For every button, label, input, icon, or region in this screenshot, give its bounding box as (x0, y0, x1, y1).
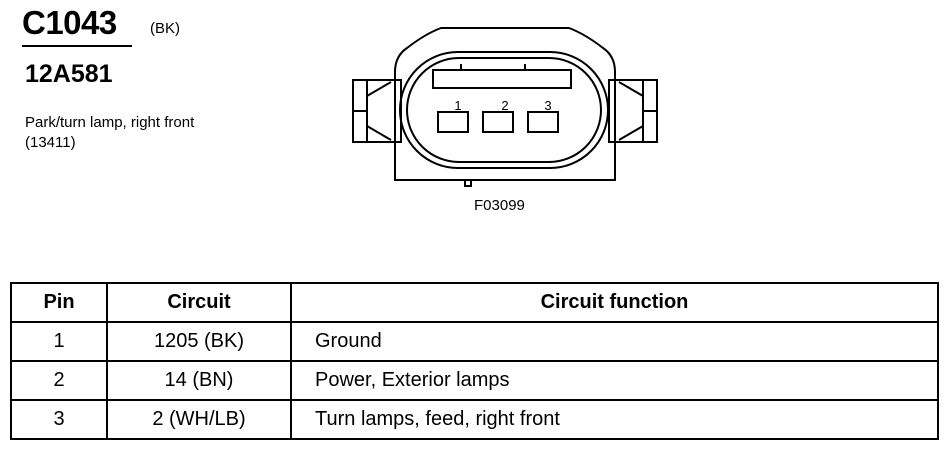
pinout-table: Pin Circuit Circuit function 1 1205 (BK)… (10, 282, 939, 440)
terminal-3 (527, 111, 559, 133)
cell-function: Ground (290, 321, 939, 362)
pin-label-3: 3 (544, 98, 551, 113)
cell-function: Power, Exterior lamps (290, 360, 939, 401)
terminal-1 (437, 111, 469, 133)
table-row: 1 1205 (BK) Ground (10, 321, 939, 362)
header-circuit: Circuit (106, 282, 292, 323)
title-underline (22, 45, 132, 47)
connector-description: Park/turn lamp, right front (13411) (25, 114, 195, 151)
pin-label-2: 2 (501, 98, 508, 113)
figure-code: F03099 (474, 197, 525, 214)
cell-pin: 3 (10, 399, 108, 440)
cell-function: Turn lamps, feed, right front (290, 399, 939, 440)
table-header-row: Pin Circuit Circuit function (10, 282, 939, 323)
connector-body-inner (406, 57, 602, 163)
table-row: 3 2 (WH/LB) Turn lamps, feed, right fron… (10, 399, 939, 440)
connector-housing-outline (394, 27, 616, 181)
cell-circuit: 1205 (BK) (106, 321, 292, 362)
cell-pin: 1 (10, 321, 108, 362)
connector-id: C1043 (22, 4, 117, 41)
terminal-2 (482, 111, 514, 133)
connector-face-diagram: 1 2 3 (352, 27, 658, 187)
header-pin: Pin (10, 282, 108, 323)
cell-pin: 2 (10, 360, 108, 401)
cell-circuit: 2 (WH/LB) (106, 399, 292, 440)
keyway-slot (432, 69, 572, 89)
part-number: 12A581 (25, 60, 113, 88)
cell-circuit: 14 (BN) (106, 360, 292, 401)
bottom-tab (464, 180, 472, 187)
header-circuit-function: Circuit function (290, 282, 939, 323)
pin-label-1: 1 (454, 98, 461, 113)
connector-color-code: (BK) (150, 20, 180, 37)
table-row: 2 14 (BN) Power, Exterior lamps (10, 360, 939, 401)
